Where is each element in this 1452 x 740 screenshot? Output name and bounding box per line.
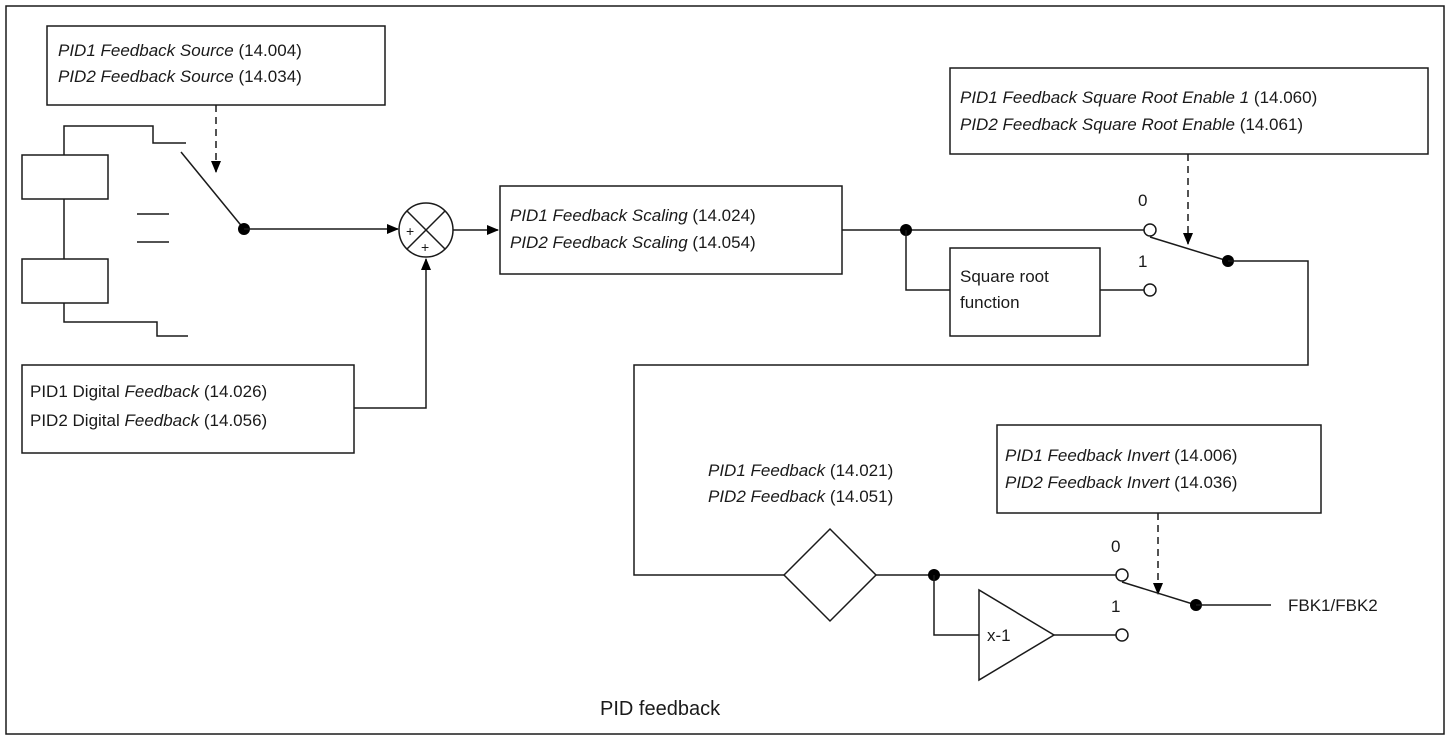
invert-switch-pos0: 0 — [1111, 537, 1120, 556]
pid1-scaling-param: (14.024) — [688, 206, 756, 225]
svg-text:PID2 Feedback Scaling (14.054): PID2 Feedback Scaling (14.054) — [510, 233, 756, 252]
pid1-feedback-source-param: (14.004) — [234, 41, 302, 60]
svg-text:PID2 Feedback Invert (14.036): PID2 Feedback Invert (14.036) — [1005, 473, 1237, 492]
sqrt-switch-arm — [1149, 236, 1229, 262]
svg-text:PID1 Feedback Square Root Enab: PID1 Feedback Square Root Enable 1 (14.0… — [960, 88, 1317, 107]
source-switch-arm — [180, 151, 245, 230]
pid1-sqrt-enable-param: (14.060) — [1249, 88, 1317, 107]
sqrt-output-route-line — [633, 260, 1309, 576]
sqrt-switch-pos1: 1 — [1138, 252, 1147, 271]
invert-switch-terminal-0 — [1115, 568, 1129, 582]
pid2-scaling-param: (14.054) — [688, 233, 756, 252]
feedback-invert-box: PID1 Feedback Invert (14.006) PID2 Feedb… — [996, 424, 1322, 514]
svg-text:PID1 Feedback Invert (14.006): PID1 Feedback Invert (14.006) — [1005, 446, 1237, 465]
sqrt-label-line2: function — [960, 293, 1020, 312]
pid2-scaling-name: PID2 Feedback Scaling — [510, 233, 688, 252]
feedback-source-box: PID1 Feedback Source (14.004) PID2 Feedb… — [46, 25, 386, 106]
pid1-invert-name: PID1 Feedback Invert — [1005, 446, 1171, 465]
pid2-digital-name: Feedback — [124, 411, 200, 430]
diagram-frame — [5, 5, 1445, 735]
pid2-sqrt-enable-param: (14.061) — [1235, 115, 1303, 134]
source-bracket — [63, 125, 188, 337]
feedback-scaling-box: PID1 Feedback Scaling (14.024) PID2 Feed… — [499, 185, 843, 275]
pid2-feedback-source-name: PID2 Feedback Source — [58, 67, 234, 86]
sqrt-switch-terminal-1 — [1143, 283, 1157, 297]
diagram-title: PID feedback — [600, 698, 721, 720]
sum-top-sign: + — [406, 223, 414, 239]
invert-switch-pos1: 1 — [1111, 597, 1120, 616]
invert-switch-arm — [1121, 581, 1197, 606]
pid2-feedback-param: (14.051) — [825, 487, 893, 506]
invert-switch-terminal-1 — [1115, 628, 1129, 642]
pid2-feedback-name: PID2 Feedback — [708, 487, 827, 506]
pid2-invert-name: PID2 Feedback Invert — [1005, 473, 1171, 492]
inverter-branch-line — [933, 575, 979, 636]
feedback-readout-diamond — [782, 527, 878, 623]
sqrt-label-line1: Square root — [960, 267, 1049, 286]
inverter-triangle — [978, 588, 1056, 682]
pid1-sqrt-enable-name: PID1 Feedback Square Root Enable 1 — [960, 88, 1249, 107]
inverter-label: x-1 — [987, 626, 1011, 645]
pid1-digital-prefix: PID1 Digital — [30, 382, 124, 401]
svg-text:PID2 Feedback Square Root Enab: PID2 Feedback Square Root Enable (14.061… — [960, 115, 1303, 134]
source-input-top — [21, 154, 109, 200]
svg-text:PID2 Feedback Source (14.034): PID2 Feedback Source (14.034) — [58, 67, 302, 86]
pid1-feedback-param: (14.021) — [825, 461, 893, 480]
feedback-readout-label: PID1 Feedback (14.021) PID2 Feedback (14… — [708, 461, 893, 506]
sum-bottom-sign: + — [421, 239, 429, 255]
pid2-feedback-source-param: (14.034) — [234, 67, 302, 86]
pid1-digital-name: Feedback — [124, 382, 200, 401]
pid1-digital-param: (14.026) — [199, 382, 267, 401]
pid1-scaling-name: PID1 Feedback Scaling — [510, 206, 688, 225]
svg-text:PID1 Feedback (14.021): PID1 Feedback (14.021) — [708, 461, 893, 480]
sqrt-enable-box: PID1 Feedback Square Root Enable 1 (14.0… — [949, 67, 1429, 155]
source-input-bottom — [21, 258, 109, 304]
pid2-digital-prefix: PID2 Digital — [30, 411, 124, 430]
pid2-digital-param: (14.056) — [199, 411, 267, 430]
square-root-function-box: Square root function — [949, 247, 1101, 337]
svg-text:PID1 Digital Feedback (14.026): PID1 Digital Feedback (14.026) — [30, 382, 267, 401]
pid1-feedback-name: PID1 Feedback — [708, 461, 827, 480]
summing-junction: + + — [398, 202, 454, 258]
output-label: FBK1/FBK2 — [1288, 596, 1378, 615]
svg-text:PID2 Feedback (14.051): PID2 Feedback (14.051) — [708, 487, 893, 506]
svg-text:PID2 Digital Feedback (14.056): PID2 Digital Feedback (14.056) — [30, 411, 267, 430]
svg-text:PID1 Feedback Scaling (14.024): PID1 Feedback Scaling (14.024) — [510, 206, 756, 225]
pid1-invert-param: (14.006) — [1169, 446, 1237, 465]
sqrt-branch-line — [905, 230, 950, 291]
sqrt-switch-pos0: 0 — [1138, 191, 1147, 210]
sqrt-switch-terminal-0 — [1143, 223, 1157, 237]
digital-to-sum-line — [354, 258, 431, 409]
digital-feedback-box: PID1 Digital Feedback (14.026) PID2 Digi… — [21, 364, 355, 454]
pid2-sqrt-enable-name: PID2 Feedback Square Root Enable — [960, 115, 1235, 134]
pid2-invert-param: (14.036) — [1169, 473, 1237, 492]
pid1-feedback-source-name: PID1 Feedback Source — [58, 41, 234, 60]
svg-text:PID1 Feedback Source (14.004): PID1 Feedback Source (14.004) — [58, 41, 302, 60]
